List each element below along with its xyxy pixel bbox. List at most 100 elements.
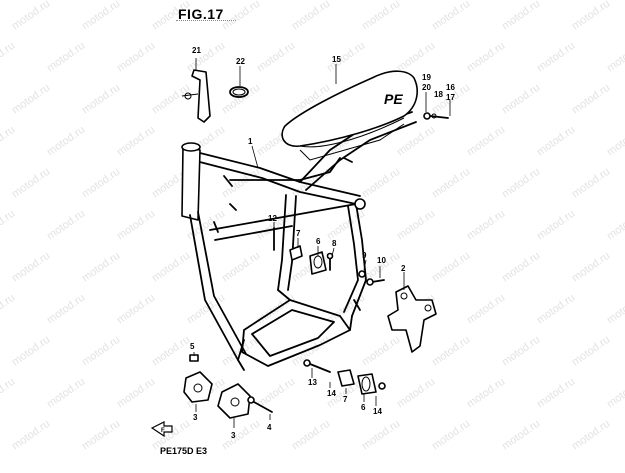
watermark-text: motod.ru: [220, 166, 262, 201]
watermark-text: motod.ru: [500, 166, 542, 201]
watermark-text: motod.ru: [0, 124, 17, 159]
watermark-text: motod.ru: [465, 376, 507, 411]
callout-8: 8: [332, 239, 337, 248]
watermark-text: motod.ru: [150, 334, 192, 369]
watermark-text: motod.ru: [0, 292, 17, 327]
callout-22: 22: [236, 57, 245, 66]
callout-2: 2: [401, 264, 406, 273]
watermark-text: motod.ru: [430, 334, 472, 369]
watermark-text: motod.ru: [80, 334, 122, 369]
watermark-text: motod.ru: [255, 40, 297, 75]
watermark-text: motod.ru: [115, 292, 157, 327]
callout-4: 4: [267, 423, 272, 432]
callout-15: 15: [332, 55, 341, 64]
watermark-text: motod.ru: [150, 82, 192, 117]
engine-plate-parts: [183, 371, 273, 419]
callout-3: 3: [231, 431, 236, 440]
watermark-text: motod.ru: [290, 418, 332, 453]
watermark-text: motod.ru: [255, 208, 297, 243]
watermark-text: motod.ru: [220, 418, 262, 453]
figure-title-underline: [176, 20, 236, 24]
watermark-text: motod.ru: [45, 124, 87, 159]
watermark-text: motod.ru: [10, 334, 52, 369]
watermark-text: motod.ru: [395, 376, 437, 411]
watermark-text: motod.ru: [45, 292, 87, 327]
watermark-text: motod.ru: [535, 40, 577, 75]
callout-17: 17: [446, 93, 455, 102]
figure-footer-code: PE175D E3: [160, 446, 208, 456]
watermark-text: motod.ru: [0, 208, 17, 243]
callout-3: 3: [193, 413, 198, 422]
watermark-text: motod.ru: [500, 418, 542, 453]
watermark-text: motod.ru: [605, 40, 625, 75]
watermark-text: motod.ru: [150, 250, 192, 285]
callout-6: 6: [361, 403, 366, 412]
watermark-text: motod.ru: [10, 418, 52, 453]
callout-12: 12: [268, 214, 277, 223]
callout-9: 9: [362, 251, 367, 260]
callout-7: 7: [296, 229, 301, 238]
watermark-text: motod.ru: [605, 376, 625, 411]
watermark-text: motod.ru: [570, 0, 612, 32]
watermark-text: motod.ru: [535, 124, 577, 159]
front-direction-marker: F: [150, 421, 173, 438]
watermark-text: motod.ru: [45, 376, 87, 411]
callout-21: 21: [192, 46, 201, 55]
watermark-text: motod.ru: [0, 40, 17, 75]
watermark-text: motod.ru: [570, 166, 612, 201]
callout-16: 16: [446, 83, 455, 92]
watermark-text: motod.ru: [395, 40, 437, 75]
watermark-text: motod.ru: [430, 250, 472, 285]
callout-14: 14: [373, 407, 382, 416]
watermark-text: motod.ru: [115, 376, 157, 411]
watermark-text: motod.ru: [570, 250, 612, 285]
seat-bolt-part: [423, 112, 449, 120]
watermark-text: motod.ru: [535, 292, 577, 327]
frame-part: [181, 111, 417, 371]
watermark-text: motod.ru: [115, 208, 157, 243]
callout-14: 14: [327, 389, 336, 398]
seat-part: PE: [281, 70, 418, 161]
watermark-text: motod.ru: [0, 376, 17, 411]
watermark-text: motod.ru: [360, 166, 402, 201]
watermark-text: motod.ru: [360, 0, 402, 32]
watermark-text: motod.ru: [395, 208, 437, 243]
watermark-text: motod.ru: [500, 250, 542, 285]
callout-10: 10: [377, 256, 386, 265]
watermark-text: motod.ru: [220, 0, 262, 32]
grommet-part: [229, 86, 249, 98]
watermark-text: motod.ru: [500, 334, 542, 369]
watermark-text: motod.ru: [45, 40, 87, 75]
watermark-text: motod.ru: [360, 418, 402, 453]
watermark-text: motod.ru: [430, 166, 472, 201]
callout-5: 5: [190, 342, 195, 351]
watermark-text: motod.ru: [115, 124, 157, 159]
seat-logo: PE: [384, 91, 403, 107]
watermark-text: motod.ru: [80, 166, 122, 201]
watermark-text: motod.ru: [465, 292, 507, 327]
callout-20: 20: [422, 83, 431, 92]
watermark-text: motod.ru: [535, 376, 577, 411]
watermark-text: motod.ru: [570, 334, 612, 369]
watermark-text: motod.ru: [220, 250, 262, 285]
watermark-text: motod.ru: [500, 82, 542, 117]
watermark-text: motod.ru: [430, 418, 472, 453]
watermark-text: motod.ru: [570, 418, 612, 453]
watermark-text: motod.ru: [10, 82, 52, 117]
callout-1: 1: [248, 137, 253, 146]
watermark-text: motod.ru: [465, 124, 507, 159]
watermark-text: motod.ru: [465, 40, 507, 75]
watermark-text: motod.ru: [605, 208, 625, 243]
callout-6: 6: [316, 237, 321, 246]
leader-lines: [193, 58, 451, 428]
footrest-bracket-part: [387, 285, 437, 353]
watermark-text: motod.ru: [80, 0, 122, 32]
watermark-text: motod.ru: [80, 82, 122, 117]
watermark-text: motod.ru: [45, 208, 87, 243]
watermark-text: motod.ru: [500, 0, 542, 32]
watermark-text: motod.ru: [535, 208, 577, 243]
front-marker-label: F: [161, 428, 165, 434]
